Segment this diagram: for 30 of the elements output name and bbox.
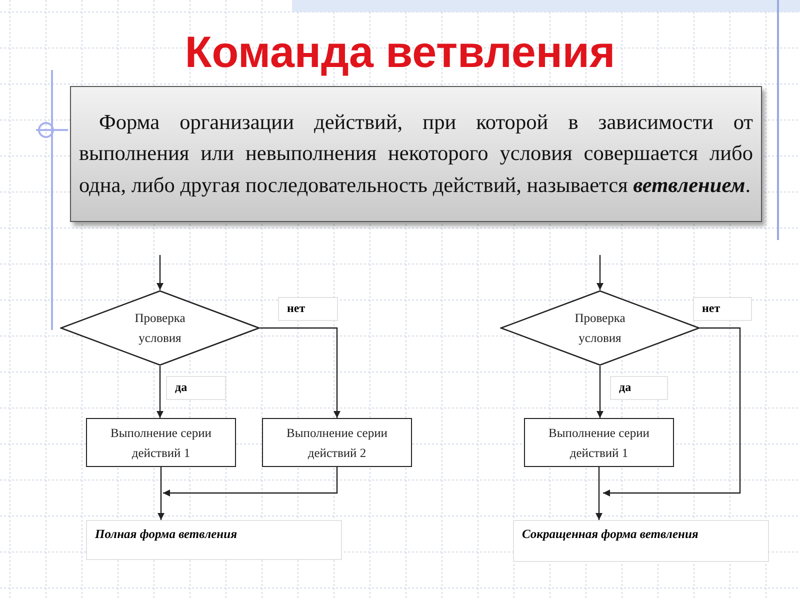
arrow xyxy=(596,366,604,418)
slide-title: Команда ветвления xyxy=(184,28,616,78)
caption-box xyxy=(86,520,342,560)
arrow xyxy=(603,327,741,496)
arrow xyxy=(260,327,340,418)
node-label: Проверка условия xyxy=(574,310,626,347)
node-label: Выполнение серии действий 1 xyxy=(548,424,650,462)
node-label: Выполнение серии действий 2 xyxy=(286,424,388,462)
decision-diamond xyxy=(60,290,260,366)
process-box xyxy=(524,418,674,467)
edge-label: нет xyxy=(278,297,338,321)
definition-text: Форма организации действий, при которой в зависимости от выполнения или невыполнения некоторого условия совершается либо одна, либо другая последовательность действий, называется ветвлением. xyxy=(79,108,753,199)
caption-box xyxy=(513,520,769,562)
caption-text: Сокращенная форма ветвления xyxy=(522,527,698,542)
process-box xyxy=(262,418,412,467)
node-label: Выполнение серии действий 1 xyxy=(110,424,212,462)
decision-diamond xyxy=(500,290,700,366)
arrow xyxy=(596,467,602,520)
definition-box xyxy=(70,86,762,222)
arrow xyxy=(158,467,164,520)
arrow xyxy=(596,255,604,290)
arrow xyxy=(156,255,164,290)
edge-label: нет xyxy=(693,297,752,321)
node-label: Проверка условия xyxy=(134,310,186,347)
process-box xyxy=(86,418,236,467)
arrow xyxy=(156,366,164,418)
caption-text: Полная форма ветвления xyxy=(95,527,238,542)
edge-label: да xyxy=(610,376,668,400)
edge-label: да xyxy=(166,376,226,400)
arrow xyxy=(163,467,338,496)
